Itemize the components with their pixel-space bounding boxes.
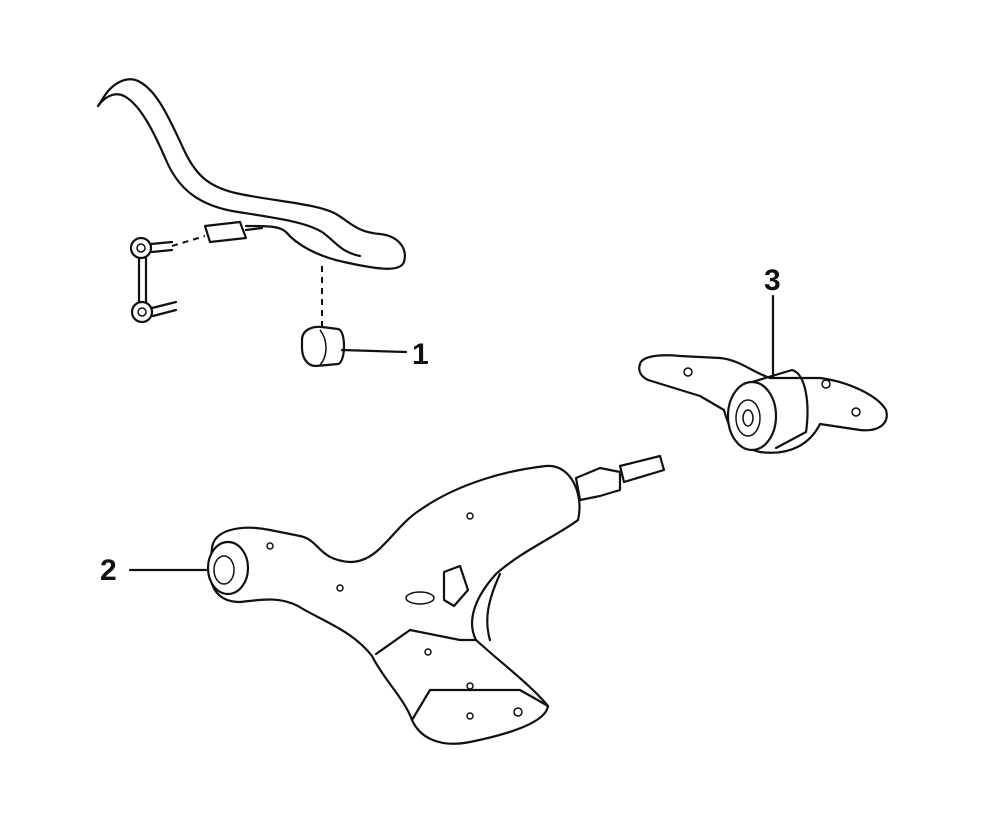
callout-number: 3 [764, 264, 781, 297]
stabilizer-link [129, 235, 206, 324]
stabilizer-bar [96, 78, 406, 270]
callout-number: 2 [100, 554, 117, 587]
callout-2: 2 [100, 554, 208, 587]
callout-1: 1 [340, 338, 429, 371]
rear-bushing-bracket-part-3 [638, 354, 888, 454]
callout-3: 3 [764, 264, 781, 380]
stabilizer-bushing-part-1 [300, 266, 346, 368]
lower-control-arm [206, 454, 666, 745]
callout-number: 1 [412, 338, 429, 371]
